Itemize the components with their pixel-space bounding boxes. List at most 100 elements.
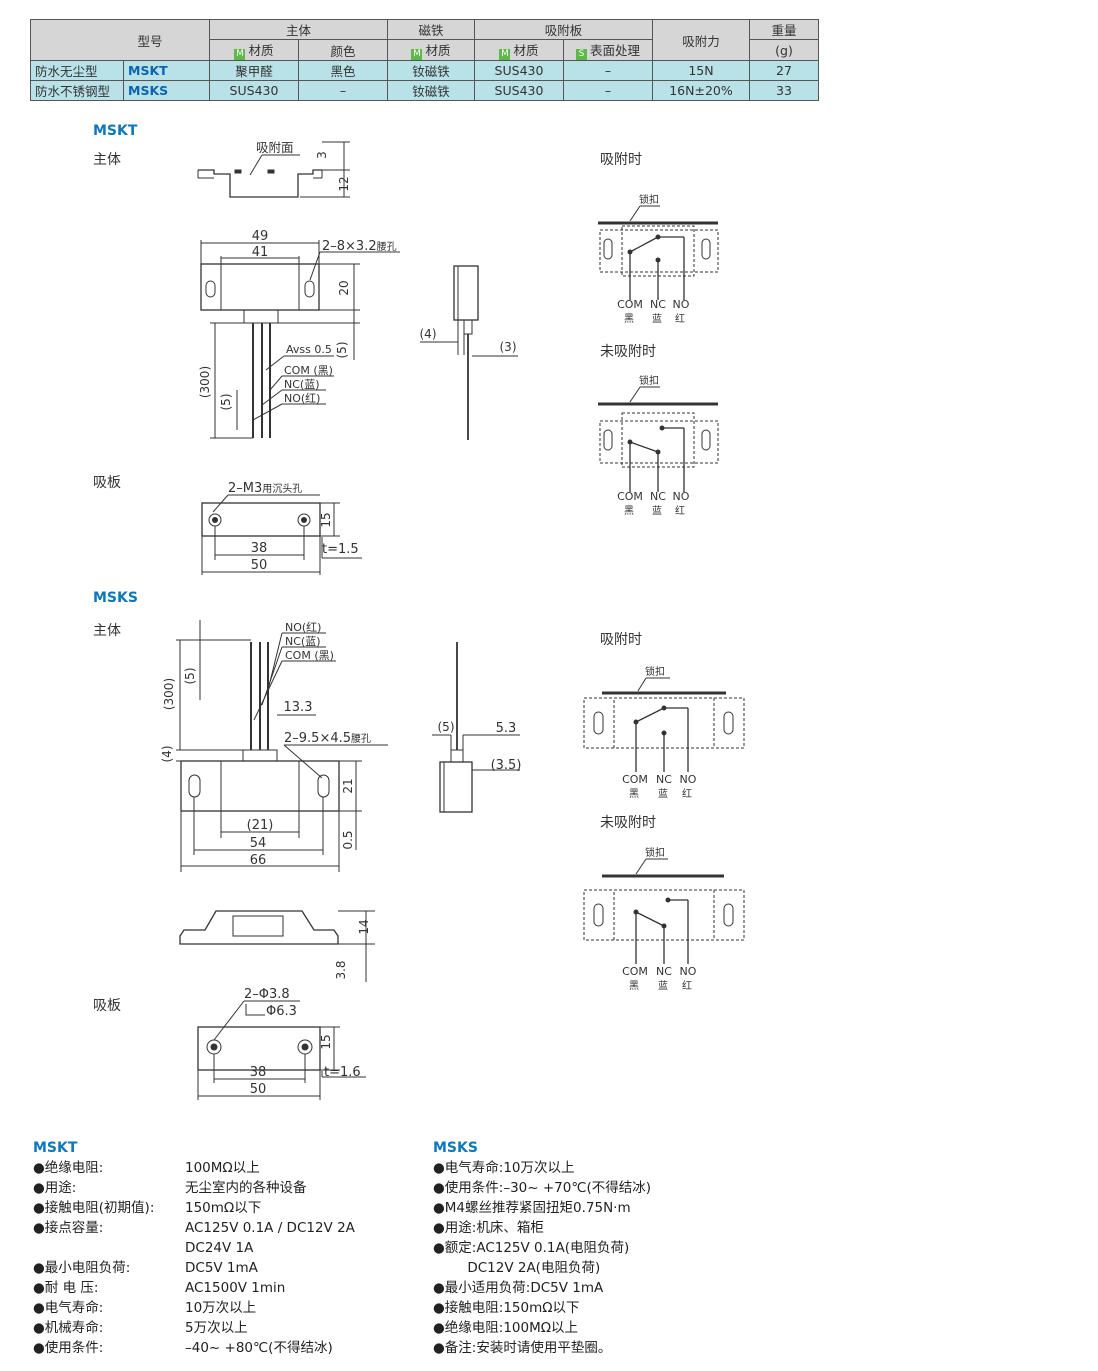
svg-text:(5): (5) — [438, 720, 455, 734]
svg-text:黑: 黑 — [624, 505, 634, 517]
msks-switch-detached: 锁扣 COM NC NO 黑 蓝 红 — [583, 846, 745, 992]
list-item: ●备注:安装时请使用平垫圈。 — [433, 1340, 612, 1356]
list-item: ●使用条件:–30~ +70℃(不得结冰) — [433, 1180, 652, 1196]
svg-text:15: 15 — [319, 1034, 333, 1049]
svg-text:49: 49 — [252, 229, 269, 244]
list-item: ●绝缘电阻:100MΩ以上 — [433, 1320, 579, 1336]
svg-text:21: 21 — [341, 778, 355, 793]
svg-text:(3.5): (3.5) — [491, 758, 522, 773]
svg-text:(5): (5) — [219, 394, 233, 411]
svg-text:(3): (3) — [500, 340, 517, 354]
list-item: ●最小适用负荷:DC5V 1mA — [433, 1280, 604, 1296]
svg-text:蓝: 蓝 — [652, 313, 662, 325]
svg-text:NO(红): NO(红) — [284, 392, 320, 405]
msks-side-profile: (5) 5.3 (3.5) — [432, 642, 522, 813]
svg-text:NC: NC — [650, 298, 666, 311]
svg-text:红: 红 — [682, 979, 692, 992]
svg-text:(300): (300) — [198, 366, 212, 398]
svg-text:(21): (21) — [247, 818, 274, 833]
svg-text:NC(蓝): NC(蓝) — [285, 635, 321, 648]
msks-attached-label: 吸附时 — [600, 632, 642, 648]
svg-text:红: 红 — [675, 312, 685, 325]
list-item: ●使用条件:–40~ +80℃(不得结冰) — [33, 1340, 333, 1356]
svg-text:锁扣: 锁扣 — [639, 193, 659, 206]
svg-text:NC: NC — [656, 773, 672, 786]
hdr-weight-unit: (g) — [749, 39, 819, 61]
svg-text:COM: COM — [617, 298, 643, 311]
svg-text:(5): (5) — [335, 342, 349, 359]
list-item: ●最小电阻负荷:DC5V 1mA — [33, 1260, 258, 1276]
svg-text:38: 38 — [250, 1065, 267, 1080]
svg-text:13.3: 13.3 — [284, 700, 313, 715]
svg-text:2–M3用沉头孔: 2–M3用沉头孔 — [228, 481, 302, 496]
hdr-model: 型号 — [30, 19, 210, 61]
svg-text:COM: COM — [622, 965, 648, 978]
svg-text:12: 12 — [337, 176, 351, 191]
svg-text:2–8×3.2腰孔: 2–8×3.2腰孔 — [322, 239, 397, 254]
mskt-side-profile: (4) (3) — [420, 265, 518, 440]
hdr-force: 吸附力 — [652, 19, 750, 61]
svg-text:(4): (4) — [420, 327, 437, 341]
m-mark-icon: M — [499, 49, 511, 60]
svg-text:50: 50 — [251, 558, 268, 573]
svg-text:红: 红 — [682, 787, 692, 800]
table-row: 防水不锈钢型 MSKS SUS430 – 钕磁铁 SUS430 – 16N±20… — [30, 80, 819, 101]
svg-text:锁扣: 锁扣 — [645, 846, 665, 859]
specs-mskt-title: MSKT — [33, 1140, 78, 1156]
msks-section-title: MSKS — [93, 590, 138, 606]
svg-text:COM: COM — [617, 490, 643, 503]
mskt-face-label: 吸附面 — [256, 140, 294, 155]
list-item: ●M4螺丝推荐紧固扭矩0.75N·m — [433, 1200, 631, 1216]
svg-text:54: 54 — [250, 836, 267, 851]
svg-text:20: 20 — [337, 280, 351, 295]
mskt-front-view: 49 41 2–8×3.2腰孔 20 (5) (300) (5) Avss 0.… — [198, 229, 400, 439]
msks-plate: 2–Φ3.8 Φ6.3 15 t=1.6 38 50 — [197, 987, 366, 1100]
list-item: ●机械寿命:5万次以上 — [33, 1320, 248, 1336]
svg-text:NC: NC — [650, 490, 666, 503]
list-item: DC24V 1A — [185, 1240, 254, 1256]
msks-front-view: NO(红) NC(蓝) COM (黑) (300) (5) (4) 13.3 2… — [160, 620, 388, 872]
svg-text:t=1.6: t=1.6 — [324, 1065, 361, 1080]
list-item: ●电气寿命:10万次以上 — [33, 1300, 257, 1316]
svg-text:黑: 黑 — [629, 788, 639, 800]
mskt-section-title: MSKT — [93, 123, 138, 139]
list-item: DC12V 2A(电阻负荷) — [433, 1260, 601, 1276]
svg-text:2–Φ3.8: 2–Φ3.8 — [244, 987, 290, 1002]
svg-text:(5): (5) — [183, 668, 197, 685]
svg-text:Φ6.3: Φ6.3 — [266, 1004, 297, 1019]
svg-text:锁扣: 锁扣 — [639, 374, 659, 387]
svg-text:3: 3 — [315, 151, 329, 159]
list-item: ●电气寿命:10万次以上 — [433, 1160, 575, 1176]
svg-text:t=1.5: t=1.5 — [322, 542, 359, 557]
m-mark-icon: M — [234, 49, 246, 60]
specs-mskt-list: ●绝缘电阻:100MΩ以上 ●用途:无尘室内的各种设备 ●接触电阻(初期值):1… — [33, 1158, 413, 1358]
svg-text:2–9.5×4.5腰孔: 2–9.5×4.5腰孔 — [284, 731, 371, 746]
m-mark-icon: M — [411, 49, 423, 60]
svg-text:50: 50 — [250, 1082, 267, 1097]
svg-text:3.8: 3.8 — [334, 960, 348, 979]
svg-text:(300): (300) — [162, 678, 176, 710]
svg-text:红: 红 — [675, 504, 685, 517]
svg-text:蓝: 蓝 — [658, 788, 668, 800]
svg-text:NO: NO — [680, 773, 697, 786]
svg-text:NC: NC — [656, 965, 672, 978]
mskt-detached-label: 未吸附时 — [600, 344, 656, 360]
table-row: 防水无尘型 MSKT 聚甲醛 黑色 钕磁铁 SUS430 – 15N 27 — [30, 60, 819, 81]
mskt-side-view: 吸附面 3 12 — [197, 140, 351, 198]
mskt-body-label: 主体 — [93, 152, 121, 168]
svg-text:15: 15 — [319, 512, 333, 527]
list-item: ●接触电阻(初期值):150mΩ以下 — [33, 1200, 262, 1216]
mskt-switch-detached: 锁扣 COM NC NO 黑 蓝 红 — [598, 374, 719, 517]
svg-text:NO: NO — [673, 298, 690, 311]
svg-text:38: 38 — [251, 541, 268, 556]
svg-text:14: 14 — [357, 919, 371, 934]
list-item: ●额定:AC125V 0.1A(电阻负荷) — [433, 1240, 630, 1256]
list-item: ●绝缘电阻:100MΩ以上 — [33, 1160, 260, 1176]
mskt-plate: 2–M3用沉头孔 15 t=1.5 38 50 — [201, 481, 362, 575]
mskt-attached-label: 吸附时 — [600, 152, 642, 168]
msks-side-view: 14 3.8 — [179, 910, 375, 982]
